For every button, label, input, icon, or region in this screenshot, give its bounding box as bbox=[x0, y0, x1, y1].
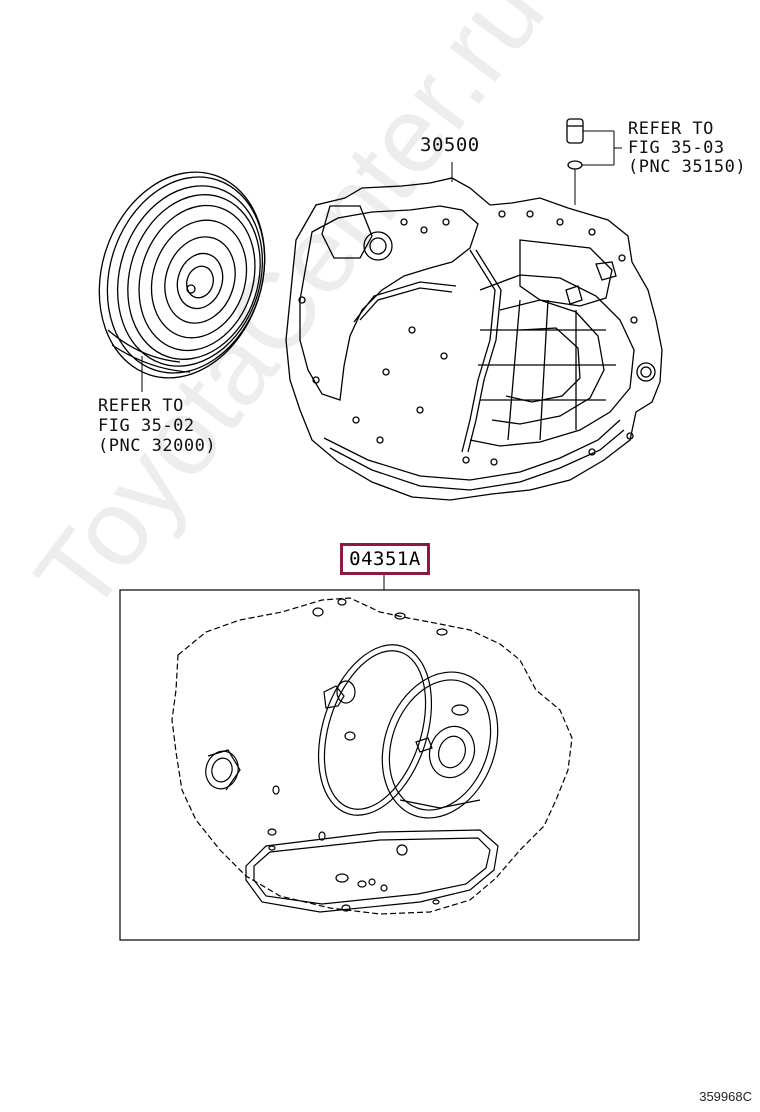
oil-plug[interactable] bbox=[566, 118, 584, 170]
gasket-kit-frame bbox=[119, 589, 640, 941]
torque-converter[interactable] bbox=[73, 150, 290, 399]
torque-converter-ref-line2: FIG 35-02 bbox=[98, 416, 195, 436]
torque-converter-ref-line3: (PNC 32000) bbox=[98, 436, 217, 456]
figure-id: 359968C bbox=[699, 1089, 752, 1104]
ref-bracket bbox=[574, 130, 622, 205]
gasket-kit-contents[interactable] bbox=[171, 597, 573, 915]
transaxle-assembly[interactable] bbox=[285, 177, 663, 501]
gasket-kit-pnc-text: 04351A bbox=[349, 548, 421, 570]
oil-plug-ref-line1: REFER TO bbox=[628, 119, 714, 139]
oil-plug-ref-line3: (PNC 35150) bbox=[628, 157, 747, 177]
transaxle-pnc-label[interactable]: 30500 bbox=[420, 134, 480, 156]
torque-converter-ref-line1: REFER TO bbox=[98, 396, 184, 416]
gasket-kit-pnc-label[interactable]: 04351A bbox=[340, 543, 430, 575]
oil-plug-ref-line2: FIG 35-03 bbox=[628, 138, 725, 158]
